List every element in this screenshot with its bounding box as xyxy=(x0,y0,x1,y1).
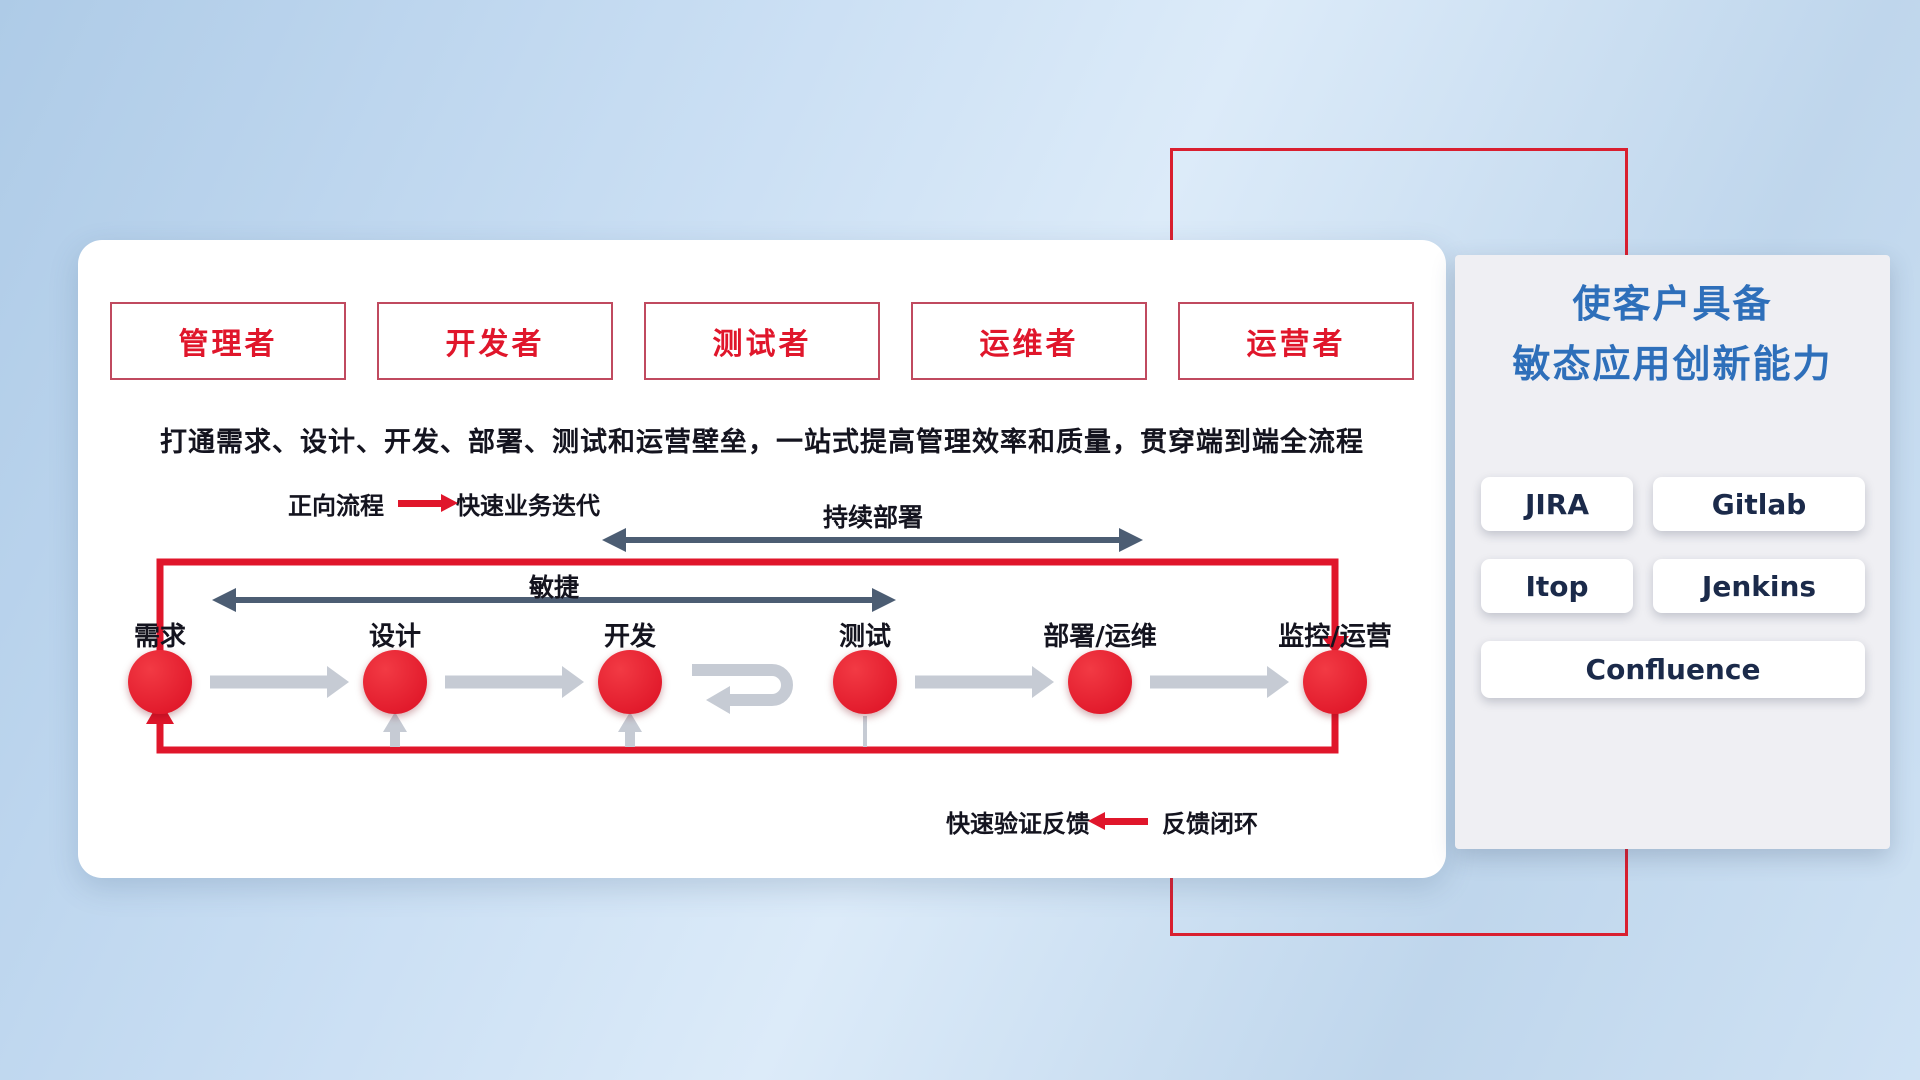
role-box-developer: 开发者 xyxy=(377,302,613,380)
stage-label-design: 设计 xyxy=(368,622,422,652)
continuous-deploy-label: 持续部署 xyxy=(822,503,924,532)
tool-chip-jenkins: Jenkins xyxy=(1653,559,1865,613)
role-box-operator: 运营者 xyxy=(1178,302,1414,380)
stage-label-development: 开发 xyxy=(603,622,657,652)
forward-flow-legend: 正向流程 快速业务迭代 xyxy=(288,486,600,521)
feedback-loop-legend: 快速验证反馈 反馈闭环 xyxy=(946,804,1258,839)
stage-node-design xyxy=(363,650,427,714)
stage-label-monitor-op: 监控/运营 xyxy=(1278,622,1392,652)
red-loop-forward-line xyxy=(156,558,1349,654)
tool-chip-jira: JIRA xyxy=(1481,477,1633,531)
panel-title-line2: 敏态应用创新能力 xyxy=(1512,342,1833,386)
panel-title-line1: 使客户具备 xyxy=(1572,282,1773,326)
agile-label: 敏捷 xyxy=(528,573,580,602)
feedback-up-arrow-icon xyxy=(383,712,867,747)
role-box-tester: 测试者 xyxy=(644,302,880,380)
tool-chip-itop: Itop xyxy=(1481,559,1633,613)
forward-flow-label: 正向流程 xyxy=(288,492,384,520)
role-label: 管理者 xyxy=(178,327,278,362)
stage-label-requirements: 需求 xyxy=(133,622,187,652)
stage-node-testing xyxy=(833,650,897,714)
stage-node-requirements xyxy=(128,650,192,714)
process-description: 打通需求、设计、开发、部署、测试和运营壁垒，一站式提高管理效率和质量，贯穿端到端… xyxy=(160,427,1364,458)
role-label: 测试者 xyxy=(712,327,812,362)
feedback-label: 反馈闭环 xyxy=(1162,810,1258,838)
forward-arrow-icon xyxy=(398,494,458,512)
role-label: 开发者 xyxy=(445,327,545,362)
role-label: 运维者 xyxy=(979,327,1079,362)
forward-flow-caption: 快速业务迭代 xyxy=(456,492,600,520)
roles-row: 管理者 开发者 测试者 运维者 运营者 xyxy=(110,302,1414,380)
stage-label-testing: 测试 xyxy=(838,622,892,652)
role-label: 运营者 xyxy=(1246,327,1346,362)
role-box-manager: 管理者 xyxy=(110,302,346,380)
tool-chip-confluence: Confluence xyxy=(1481,641,1865,698)
capability-panel: 使客户具备 敏态应用创新能力 JIRA Gitlab Itop Jenkins … xyxy=(1455,255,1890,849)
feedback-arrow-icon xyxy=(1088,812,1148,830)
feedback-caption: 快速验证反馈 xyxy=(946,810,1090,838)
devops-flow-card: 管理者 开发者 测试者 运维者 运营者 打通需求、设计、开发、部署、测试和运营壁… xyxy=(78,240,1446,878)
tool-chip-gitlab: Gitlab xyxy=(1653,477,1865,531)
stage-label-deploy-ops: 部署/运维 xyxy=(1043,622,1157,652)
role-box-ops: 运维者 xyxy=(911,302,1147,380)
red-loop-feedback-line xyxy=(146,700,1339,754)
iteration-loop-icon xyxy=(692,664,793,714)
stage-node-deploy-ops xyxy=(1068,650,1132,714)
stage-node-development xyxy=(598,650,662,714)
stage-node-monitor-op xyxy=(1303,650,1367,714)
